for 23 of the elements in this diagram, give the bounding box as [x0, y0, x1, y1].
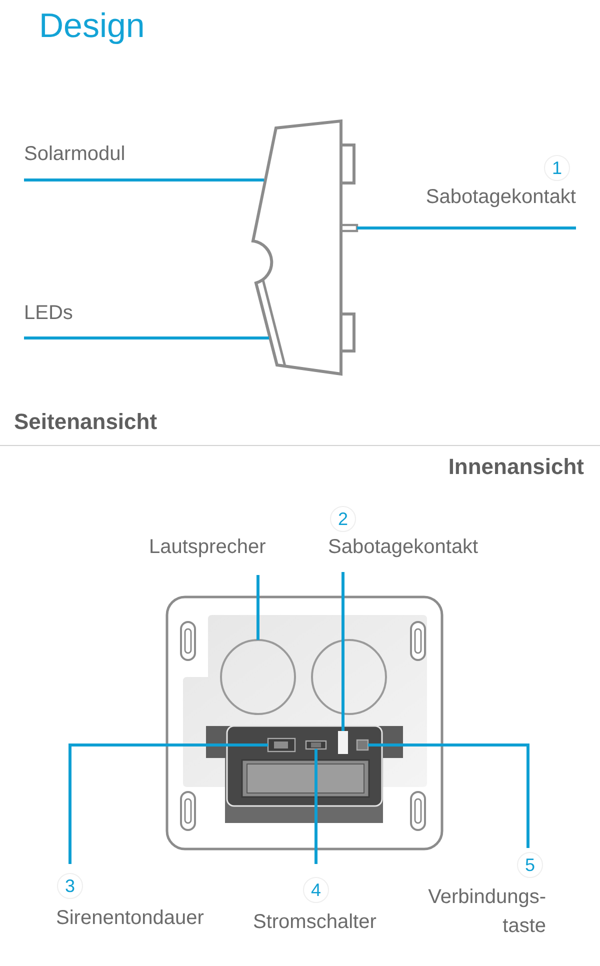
callout-number: 2 — [330, 506, 356, 532]
leader-line — [357, 226, 576, 230]
part-label: Stromschalter — [253, 910, 376, 934]
leader-line — [24, 178, 264, 182]
part-label: Sabotagekontakt — [426, 185, 576, 209]
led-strip — [254, 278, 287, 368]
leader-line — [24, 336, 269, 340]
callout-number: 3 — [57, 873, 83, 899]
contact-pin — [340, 224, 358, 232]
section-heading: Innenansicht — [448, 454, 584, 480]
leader-line — [368, 744, 530, 848]
part-label: Solarmodul — [24, 142, 126, 166]
leader-line — [68, 744, 268, 864]
title: Design — [39, 6, 145, 46]
part-label: Sabotagekontakt — [328, 535, 478, 559]
callout-number: 5 — [517, 852, 543, 878]
part-label: Verbindungs- taste — [427, 885, 546, 939]
part-label: Sirenentondauer — [56, 906, 204, 930]
part-label: Lautsprecher — [149, 535, 266, 559]
part-label: LEDs — [24, 301, 73, 325]
callout-number: 1 — [544, 155, 570, 181]
section-heading: Seitenansicht — [14, 409, 158, 435]
callout-number: 4 — [303, 877, 329, 903]
